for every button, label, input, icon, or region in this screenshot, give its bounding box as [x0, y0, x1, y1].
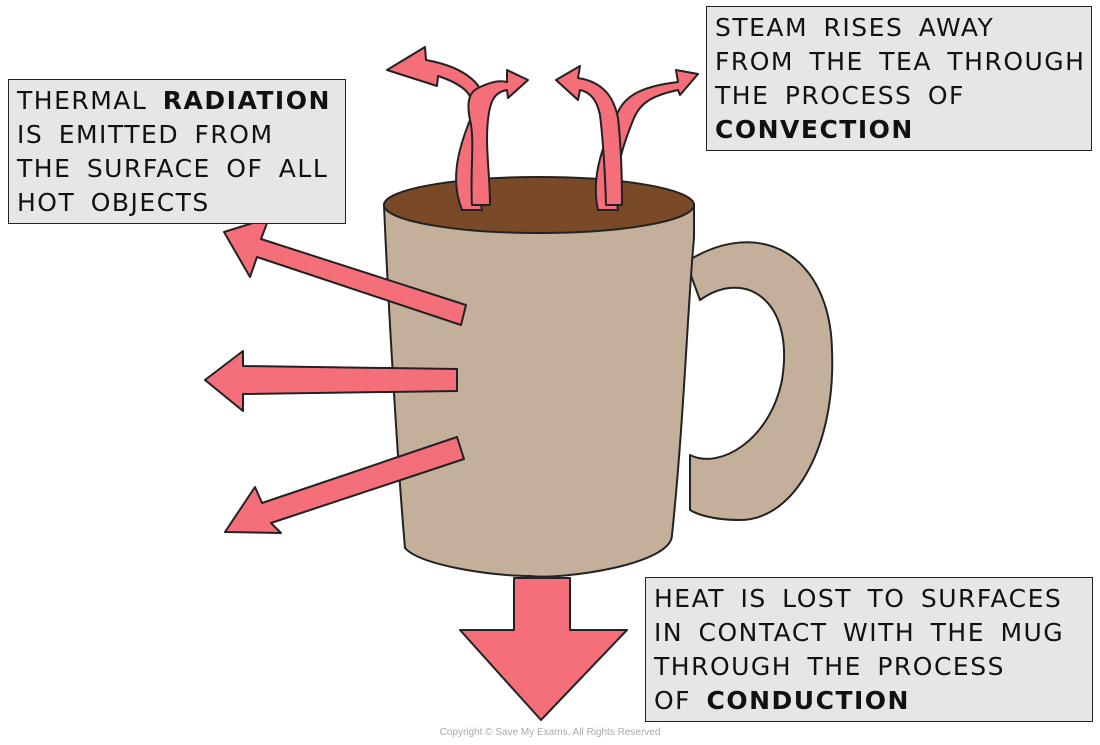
- radiation-keyword: RADIATION: [162, 86, 331, 115]
- conduction-label-box: HEAT IS LOST TO SURFACES IN CONTACT WITH…: [645, 577, 1093, 722]
- copyright-notice: Copyright © Save My Exams. All Rights Re…: [439, 727, 661, 738]
- conduction-arrow: [459, 577, 628, 721]
- convection-line-2: FROM THE TEA THROUGH: [715, 47, 1086, 76]
- radiation-arrow-middle: [204, 350, 458, 412]
- convection-label-box: STEAM RISES AWAY FROM THE TEA THROUGH TH…: [706, 6, 1092, 151]
- radiation-line-3: THE SURFACE OF ALL: [17, 154, 329, 183]
- radiation-arrow-lower: [224, 436, 465, 534]
- steam-arrow-left-b: [467, 69, 529, 206]
- conduction-line-2: IN CONTACT WITH THE MUG: [654, 618, 1065, 647]
- radiation-line-1: THERMAL RADIATION: [17, 86, 331, 115]
- convection-keyword: CONVECTION: [715, 115, 914, 144]
- radiation-line-4: HOT OBJECTS: [17, 188, 210, 217]
- conduction-keyword: CONDUCTION: [706, 686, 910, 715]
- tea-surface: [383, 176, 695, 234]
- convection-line-1: STEAM RISES AWAY: [715, 13, 995, 42]
- conduction-line-4: OF CONDUCTION: [654, 686, 910, 715]
- conduction-line-3: THROUGH THE PROCESS: [654, 652, 1005, 681]
- steam-arrow-right-b: [555, 65, 623, 206]
- mug-handle: [685, 241, 834, 521]
- radiation-line-2: IS EMITTED FROM: [17, 120, 274, 149]
- radiation-arrow-upper: [223, 217, 467, 326]
- conduction-line-1: HEAT IS LOST TO SURFACES: [654, 584, 1063, 613]
- radiation-label-box: THERMAL RADIATION IS EMITTED FROM THE SU…: [8, 79, 346, 224]
- convection-line-3: THE PROCESS OF: [715, 81, 965, 110]
